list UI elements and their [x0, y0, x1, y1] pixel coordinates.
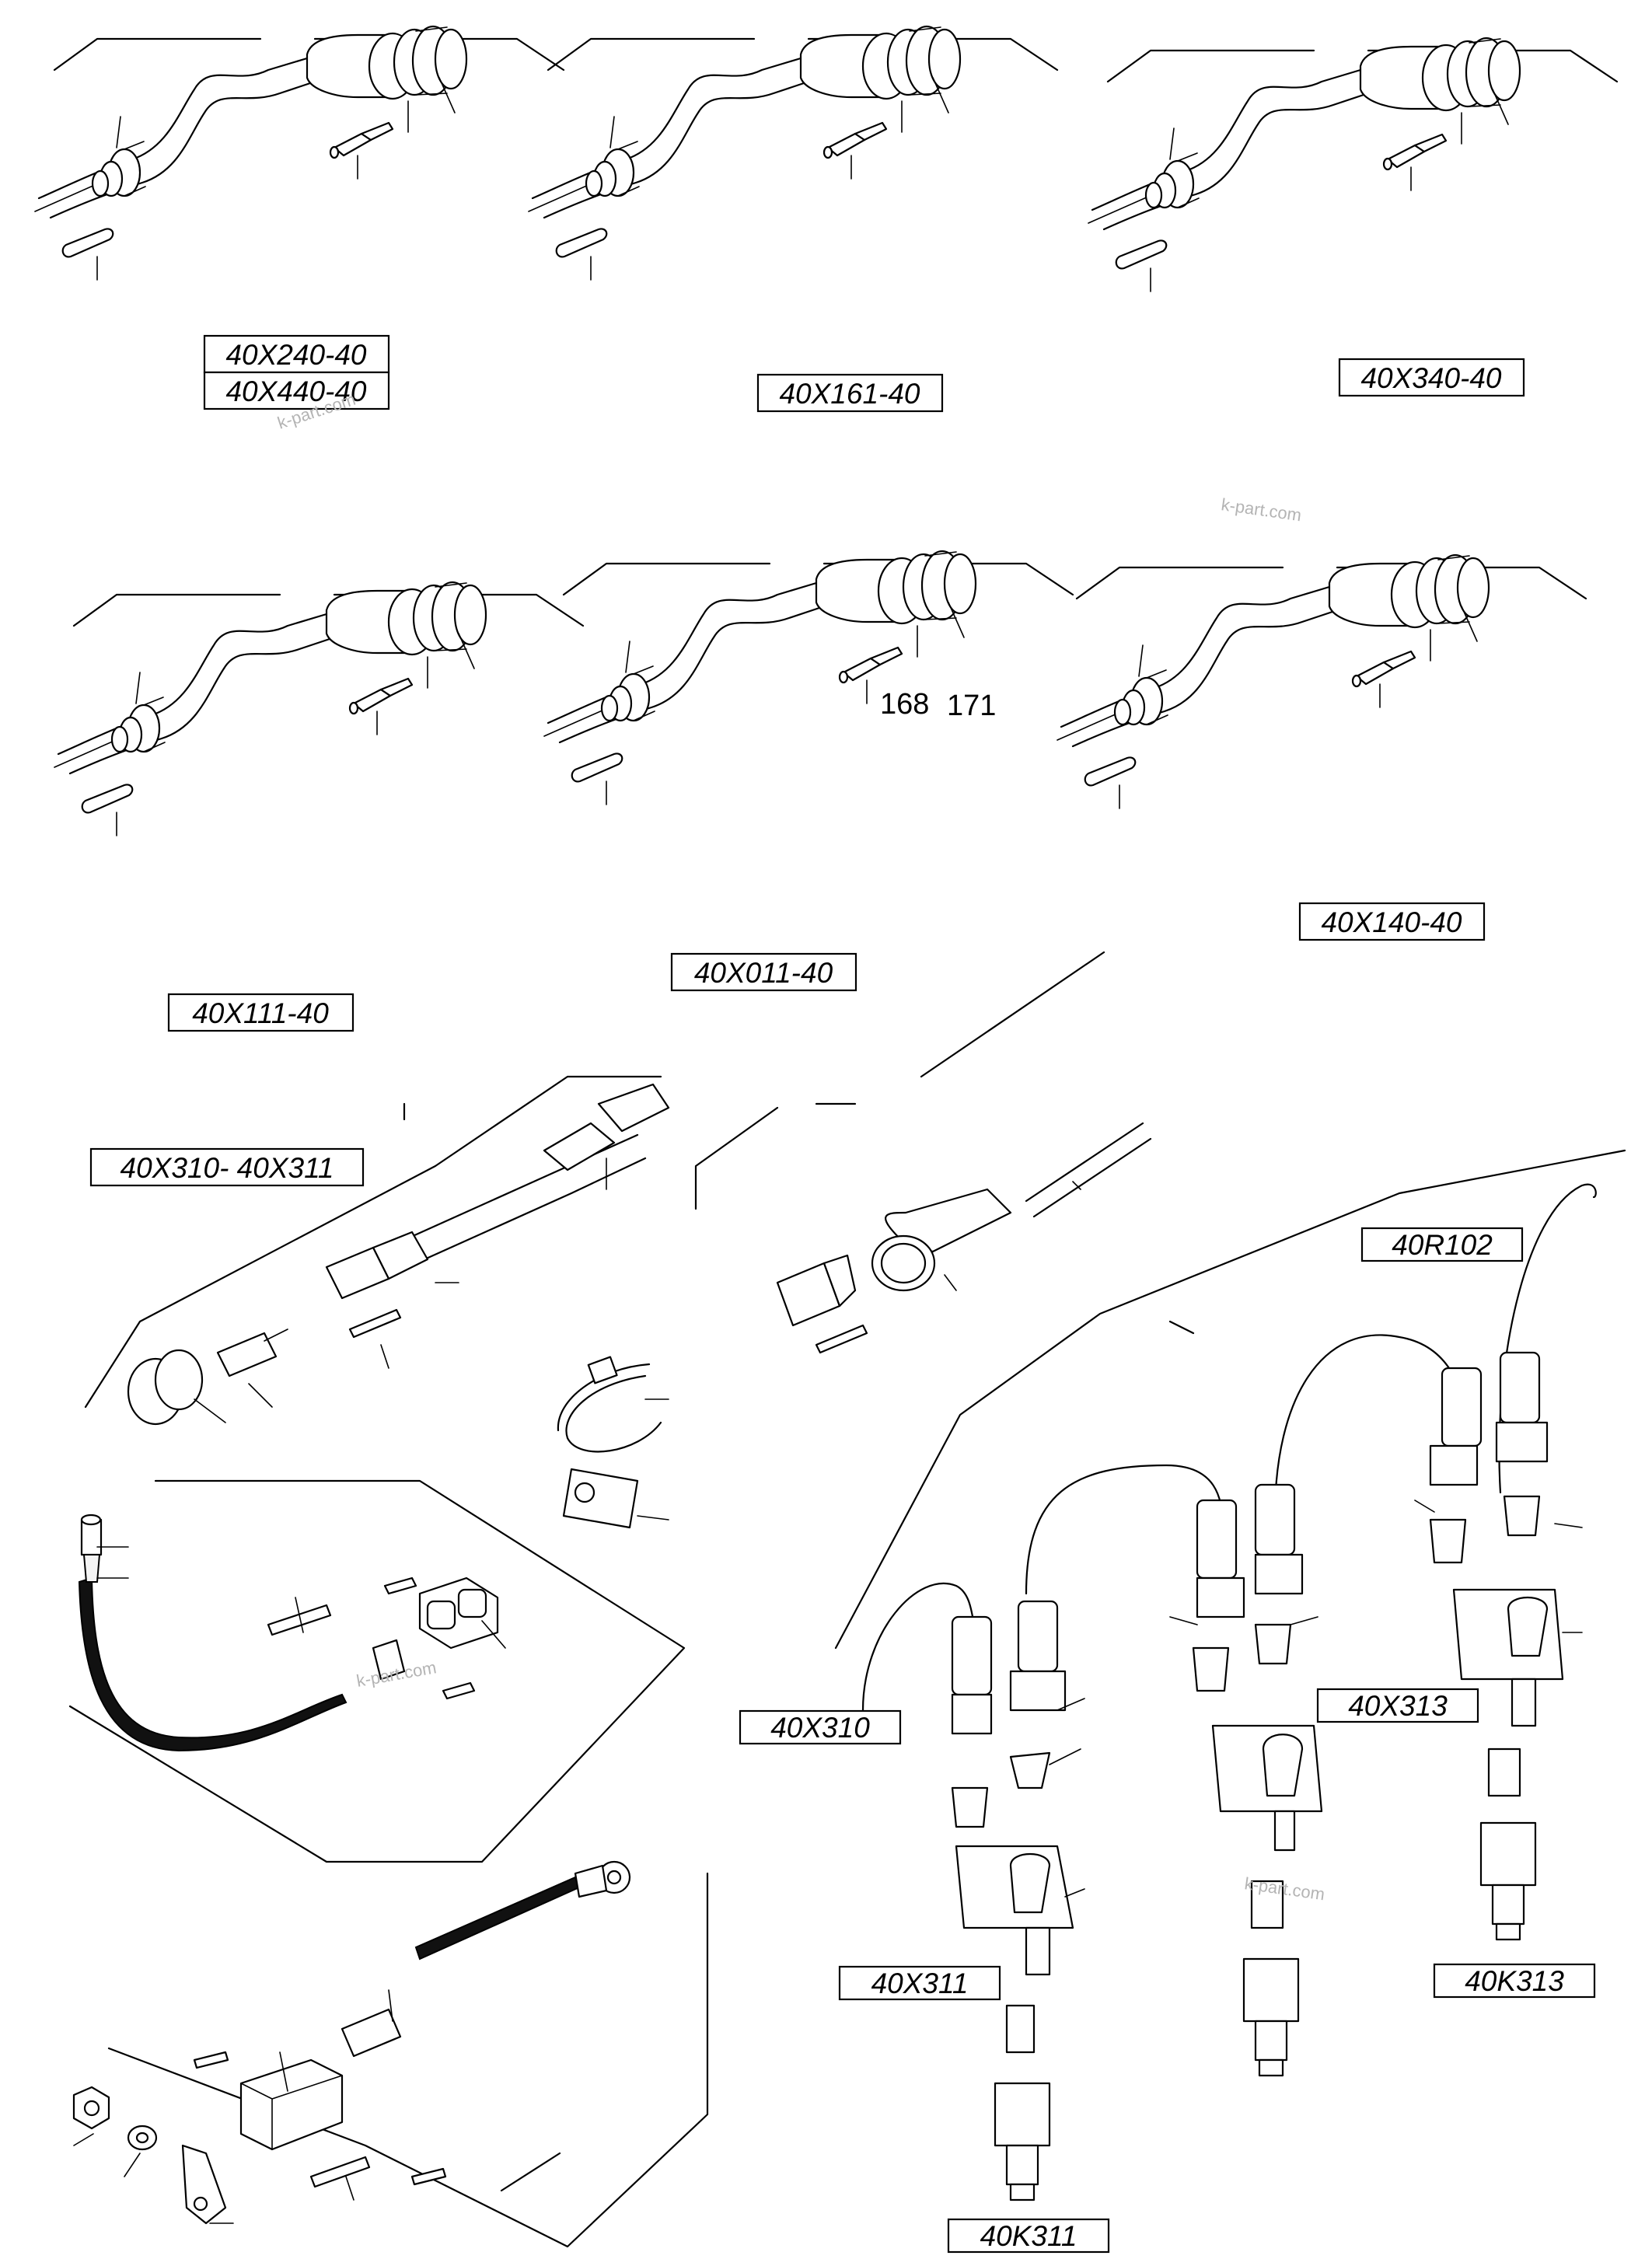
battery-cable-assembly [72, 1860, 709, 2248]
label-40X140-40: 40X140-40 [1298, 902, 1486, 941]
svg-text:40X111-40: 40X111-40 [192, 997, 329, 1029]
label-40X240-40: 40X240-40 [203, 334, 390, 374]
watermark: k-part.com [1220, 494, 1302, 525]
cable-assembly-5 [543, 550, 1074, 806]
svg-text:40X313: 40X313 [1348, 1690, 1448, 1722]
part-number-171: 171 [947, 690, 996, 722]
svg-text:40K313: 40K313 [1465, 1965, 1564, 1997]
label-40X311: 40X311 [838, 1965, 1001, 2001]
label-40R102: 40R102 [1360, 1227, 1524, 1262]
cable-tie [557, 1356, 669, 1453]
svg-text:40X311: 40X311 [871, 1967, 969, 1999]
label-40X313: 40X313 [1316, 1688, 1479, 1723]
label-40K313: 40K313 [1433, 1963, 1596, 1999]
label-40K311: 40K311 [947, 2218, 1110, 2254]
label-40X011-40: 40X011-40 [670, 952, 857, 992]
cable-assembly-6 [1056, 553, 1587, 810]
svg-text:40X440-40: 40X440-40 [225, 375, 366, 407]
label-40X340-40: 40X340-40 [1338, 358, 1525, 397]
svg-text:40R102: 40R102 [1392, 1229, 1493, 1261]
svg-text:40X161-40: 40X161-40 [779, 378, 920, 410]
label-40X310-40X311: 40X310- 40X311 [89, 1147, 365, 1187]
cable-assembly-2 [527, 25, 1059, 281]
part-number-168: 168 [880, 688, 929, 721]
svg-text:40X011-40: 40X011-40 [694, 957, 833, 989]
ground-wire-assembly [68, 1479, 686, 1863]
harness-assembly [84, 1075, 670, 1426]
sensor-connector [694, 951, 1152, 1354]
cable-assembly-3 [1087, 37, 1619, 293]
svg-text:40X310- 40X311: 40X310- 40X311 [120, 1152, 334, 1184]
label-40X440-40: 40X440-40 [203, 371, 390, 410]
svg-text:40X140-40: 40X140-40 [1321, 906, 1462, 938]
cable-assembly-4 [53, 581, 585, 837]
cable-plate [562, 1468, 669, 1529]
svg-text:40K311: 40K311 [980, 2220, 1077, 2252]
label-40X161-40: 40X161-40 [756, 373, 944, 413]
sensor-harness-group [834, 1149, 1626, 2201]
svg-text:40X340-40: 40X340-40 [1360, 362, 1501, 394]
svg-text:40X310: 40X310 [770, 1712, 870, 1744]
svg-text:40X240-40: 40X240-40 [225, 339, 366, 371]
cable-assembly-1 [33, 25, 565, 281]
label-40X111-40: 40X111-40 [167, 993, 354, 1032]
label-40X310: 40X310 [739, 1709, 902, 1745]
